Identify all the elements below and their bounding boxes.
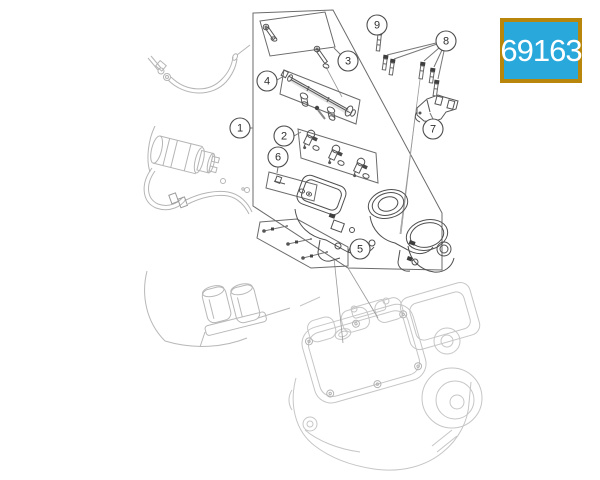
part-6-plate [265,171,318,202]
callout-6[interactable]: 6 [267,146,289,168]
svg-text:2: 2 [281,131,287,143]
svg-text:5: 5 [357,244,363,256]
part-3-screws [259,11,336,69]
part-8-9-bolts [375,30,440,97]
svg-text:4: 4 [264,76,270,88]
fuel-pump-drawing [147,125,221,175]
svg-text:8: 8 [443,36,449,48]
callout-2[interactable]: 2 [273,125,295,147]
part-number-text: 69163 [500,32,582,68]
svg-text:6: 6 [275,152,281,164]
svg-text:3: 3 [345,56,351,68]
svg-text:1: 1 [237,123,243,135]
callout-8[interactable]: 8 [435,30,457,52]
fuel-hose-drawing [147,44,251,94]
part-number-badge: 69163 [500,18,583,83]
front-valve-cover [301,297,427,404]
callout-4[interactable]: 4 [256,70,278,92]
svg-text:7: 7 [430,124,436,136]
callout-9[interactable]: 9 [366,14,388,36]
airbox-drawing [144,270,291,348]
callout-1[interactable]: 1 [229,117,251,139]
rear-cylinder-head [399,282,481,351]
part-5-screws [256,218,349,269]
part-2-injectors [297,128,379,184]
leader-lines [250,32,445,251]
assembly-group-outline [252,9,443,271]
svg-text:9: 9 [374,20,380,32]
callout-7[interactable]: 7 [422,118,444,140]
fuel-loop-drawing [143,167,253,215]
callout-5[interactable]: 5 [349,238,371,260]
throttle-body-drawing [294,174,455,273]
part-4-fuel-rail [279,69,361,125]
engine-drawing [288,282,483,471]
part-7-bracket [414,94,459,123]
callout-3[interactable]: 3 [337,50,359,72]
